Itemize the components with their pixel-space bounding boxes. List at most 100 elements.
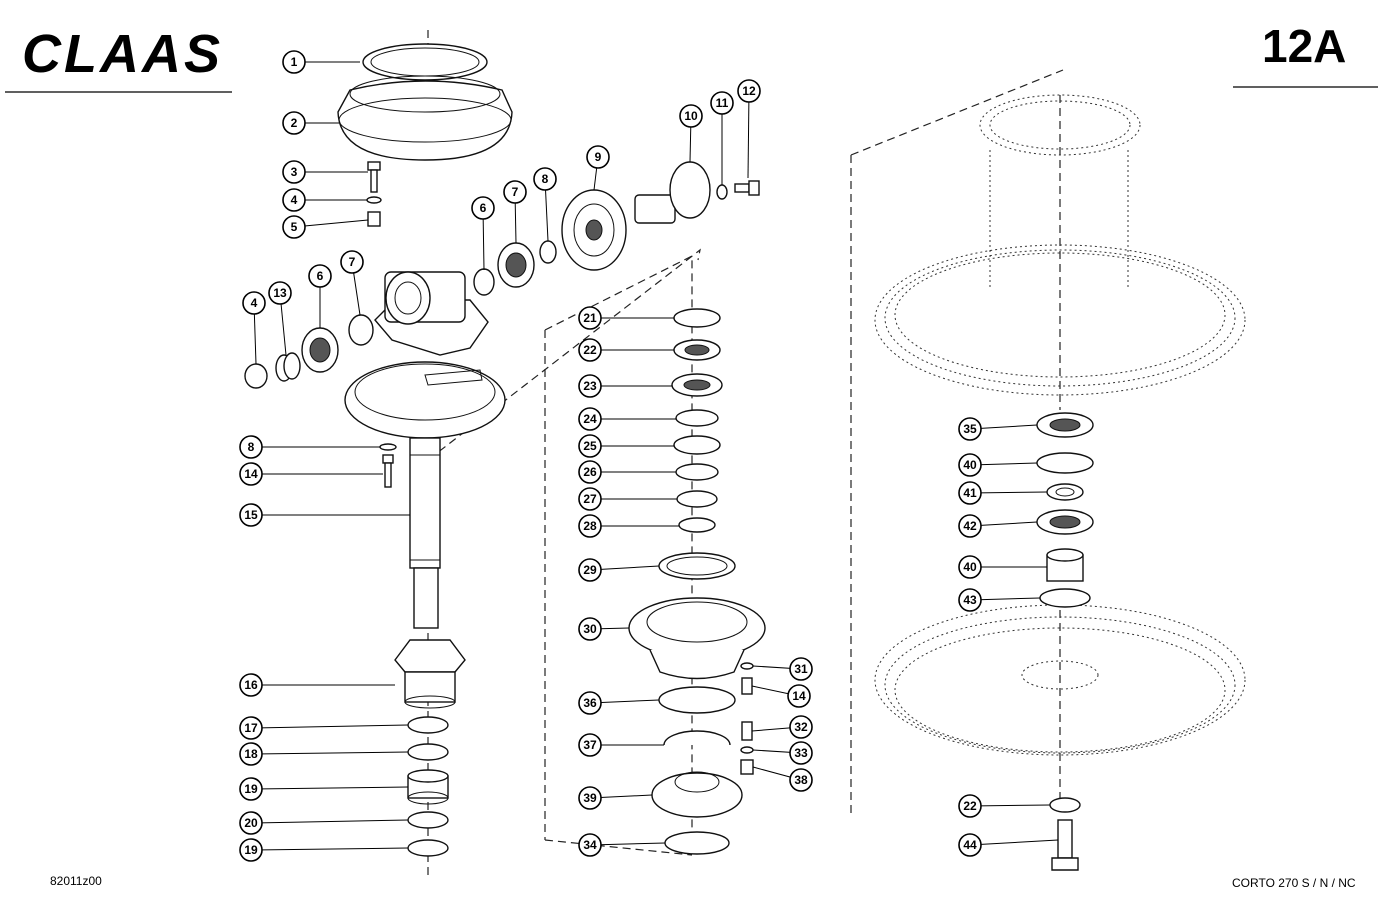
part-ring-25 <box>675 409 719 427</box>
callout-circle <box>787 684 811 708</box>
part-ring-22-mid <box>673 308 721 328</box>
brand-logo-text: CLAAS <box>22 24 223 84</box>
callout-number: 18 <box>244 747 258 761</box>
part-ring-27 <box>675 463 719 481</box>
part-bolt-45 <box>1051 819 1079 871</box>
callout-circle <box>268 281 292 305</box>
callout-22: 22 <box>958 794 1051 818</box>
callout-39: 39 <box>578 786 653 810</box>
callout-leader-line <box>969 839 1059 846</box>
callout-number: 30 <box>583 622 597 636</box>
part-bearing-23 <box>673 339 721 361</box>
callout-circle <box>578 338 602 362</box>
callout-number: 32 <box>794 720 808 734</box>
callout-leader-line <box>250 724 409 729</box>
part-bevel-gear-11 <box>561 189 627 271</box>
callout-14: 14 <box>751 684 811 708</box>
callout-1: 1 <box>282 50 360 74</box>
part-circlip-41 <box>1036 452 1094 474</box>
callout-circle <box>239 777 263 801</box>
callout-number: 15 <box>244 508 258 522</box>
callout-circle <box>958 453 982 477</box>
part-ring-18 <box>407 716 449 734</box>
callout-40: 40 <box>958 555 1047 579</box>
part-bolt-36 <box>741 677 753 695</box>
part-bolt-13 <box>734 180 760 196</box>
callout-number: 17 <box>244 721 258 735</box>
callout-circle <box>282 188 306 212</box>
callout-circle <box>239 811 263 835</box>
callout-circle <box>710 91 734 115</box>
callout-circle <box>578 306 602 330</box>
callout-circle <box>578 460 602 484</box>
callout-number: 13 <box>273 286 287 300</box>
callout-circle <box>958 555 982 579</box>
part-flange-shaft-12 <box>634 161 711 224</box>
callout-number: 5 <box>291 220 298 234</box>
callout-11: 11 <box>710 91 734 185</box>
callout-12: 12 <box>737 79 761 179</box>
part-washer-44 <box>1049 797 1081 813</box>
part-washer-4-right <box>716 184 728 200</box>
callout-circle <box>239 742 263 766</box>
part-washer-14-left <box>379 443 397 451</box>
callout-29: 29 <box>578 558 660 582</box>
callout-43: 43 <box>958 588 1041 612</box>
callout-number: 44 <box>963 838 977 852</box>
callout-leader-line <box>589 842 666 846</box>
callout-circle <box>789 768 813 792</box>
callout-circle <box>471 196 495 220</box>
callout-number: 41 <box>963 486 977 500</box>
callout-number: 42 <box>963 519 977 533</box>
callout-5: 5 <box>282 215 369 239</box>
callout-number: 37 <box>583 738 597 752</box>
callout-number: 14 <box>244 467 258 481</box>
callout-circle <box>789 657 813 681</box>
part-gear-housing <box>374 271 489 356</box>
callout-number: 20 <box>244 816 258 830</box>
callout-number: 19 <box>244 843 258 857</box>
callout-10: 10 <box>679 104 703 163</box>
callout-circle <box>578 691 602 715</box>
callout-circle <box>958 417 982 441</box>
callout-number: 24 <box>583 412 597 426</box>
callout-circle <box>239 673 263 697</box>
callout-36: 36 <box>578 691 660 715</box>
part-hub-34 <box>651 771 743 818</box>
callout-circle <box>282 111 306 135</box>
callout-number: 36 <box>583 696 597 710</box>
part-seal-ring <box>362 43 488 81</box>
part-washer-38 <box>740 746 754 754</box>
callout-circle <box>282 160 306 184</box>
part-circlip-6-right <box>473 268 495 296</box>
callout-27: 27 <box>578 487 677 511</box>
callout-number: 6 <box>317 269 324 283</box>
callout-19: 19 <box>239 838 409 862</box>
callout-circle <box>239 716 263 740</box>
callout-circle <box>679 104 703 128</box>
callout-circle <box>578 733 602 757</box>
callout-41: 41 <box>958 481 1048 505</box>
callout-circle <box>958 588 982 612</box>
plate-number: 12A <box>1262 20 1346 72</box>
callout-2: 2 <box>282 111 340 135</box>
callout-number: 6 <box>480 201 487 215</box>
callout-number: 27 <box>583 492 597 506</box>
callout-number: 40 <box>963 458 977 472</box>
callout-4: 4 <box>282 188 367 212</box>
callout-leader-line <box>250 786 409 790</box>
callout-number: 14 <box>792 689 806 703</box>
callout-19: 19 <box>239 777 409 801</box>
part-ring-21 <box>407 839 449 857</box>
callout-circle <box>578 558 602 582</box>
callout-7: 7 <box>340 250 364 316</box>
callout-leader-line <box>250 847 409 851</box>
callout-number: 23 <box>583 379 597 393</box>
callout-number: 8 <box>542 172 549 186</box>
callout-number: 40 <box>963 560 977 574</box>
part-drive-shaft <box>409 437 441 629</box>
part-bearing-40-lower <box>1036 509 1094 535</box>
callout-number: 10 <box>684 109 698 123</box>
